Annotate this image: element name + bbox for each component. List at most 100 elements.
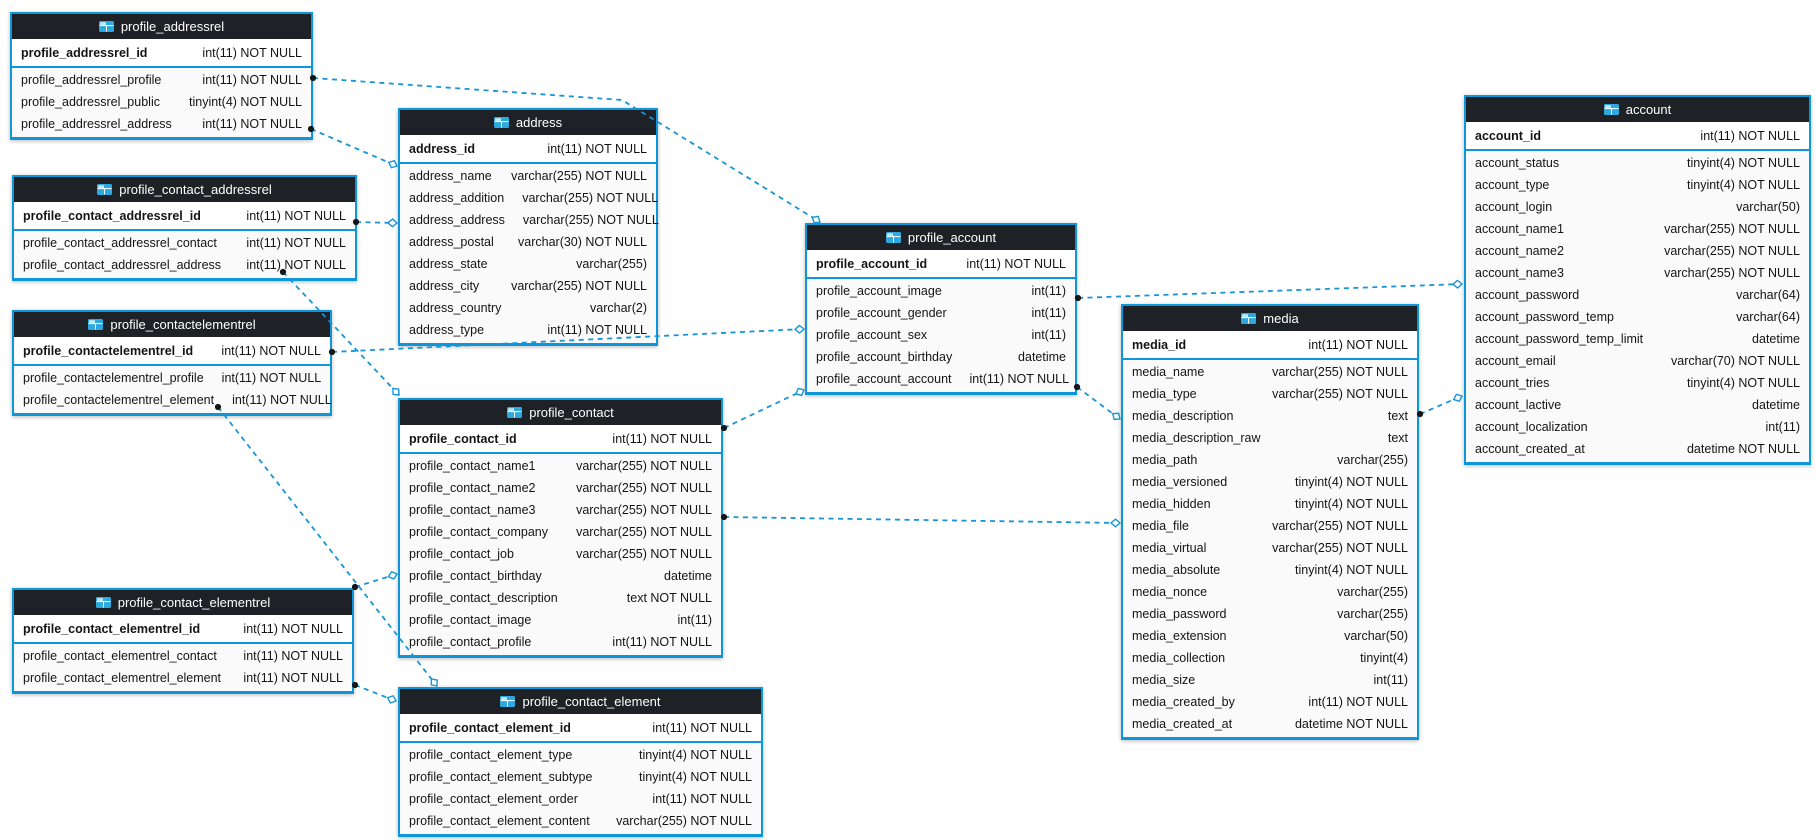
relationship-profile_account-media[interactable]: [1073, 383, 1121, 421]
table-header[interactable]: profile_contact_element: [400, 689, 761, 714]
relationship-profile_addressrel-address[interactable]: [307, 125, 398, 169]
table-header[interactable]: profile_contact: [400, 400, 721, 425]
relationship-profile_contact_elementrel-profile_contact[interactable]: [351, 570, 399, 591]
table-header[interactable]: profile_contact_addressrel: [14, 177, 355, 202]
relationship-media-account[interactable]: [1416, 393, 1463, 418]
table-header[interactable]: address: [400, 110, 656, 135]
table-header[interactable]: profile_contactelementrel: [14, 312, 330, 337]
table-header[interactable]: account: [1466, 97, 1809, 122]
relationship-profile_contact_addressrel-address[interactable]: [352, 218, 399, 228]
relationship-profile_contact_elementrel-profile_contact_element[interactable]: [351, 681, 398, 704]
table-header[interactable]: media: [1123, 306, 1417, 331]
table-header[interactable]: profile_addressrel: [12, 14, 311, 39]
table-header[interactable]: profile_contact_elementrel: [14, 590, 352, 615]
table-header[interactable]: profile_account: [807, 225, 1075, 250]
relationship-profile_account-account[interactable]: [1074, 279, 1464, 302]
relationship-profile_contact-media[interactable]: [720, 513, 1122, 528]
